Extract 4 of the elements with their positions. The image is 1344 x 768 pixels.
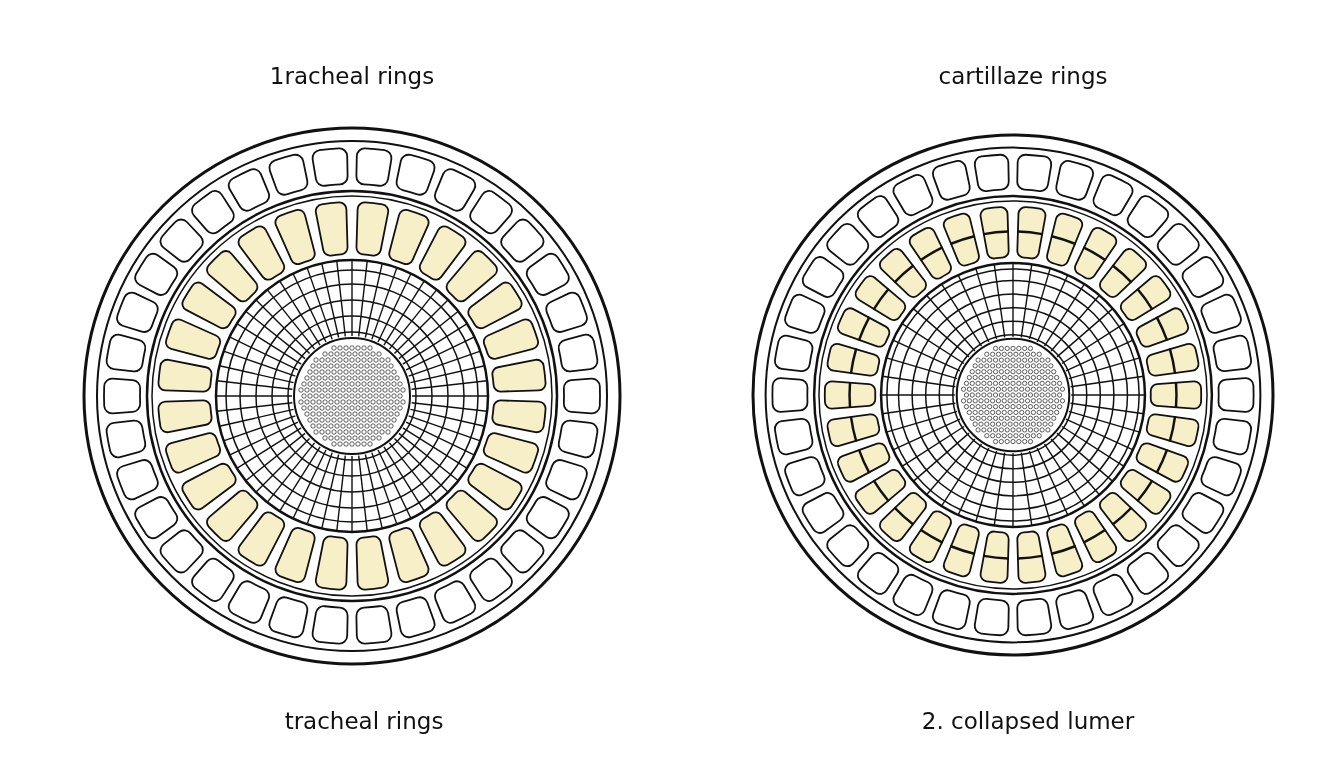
label-text: tracheal rings (284, 708, 444, 734)
label-text: 2. collapsed lumer (921, 708, 1135, 734)
label-text: cartillaze rings (938, 63, 1108, 89)
label-text: 1racheal rings (269, 63, 435, 89)
